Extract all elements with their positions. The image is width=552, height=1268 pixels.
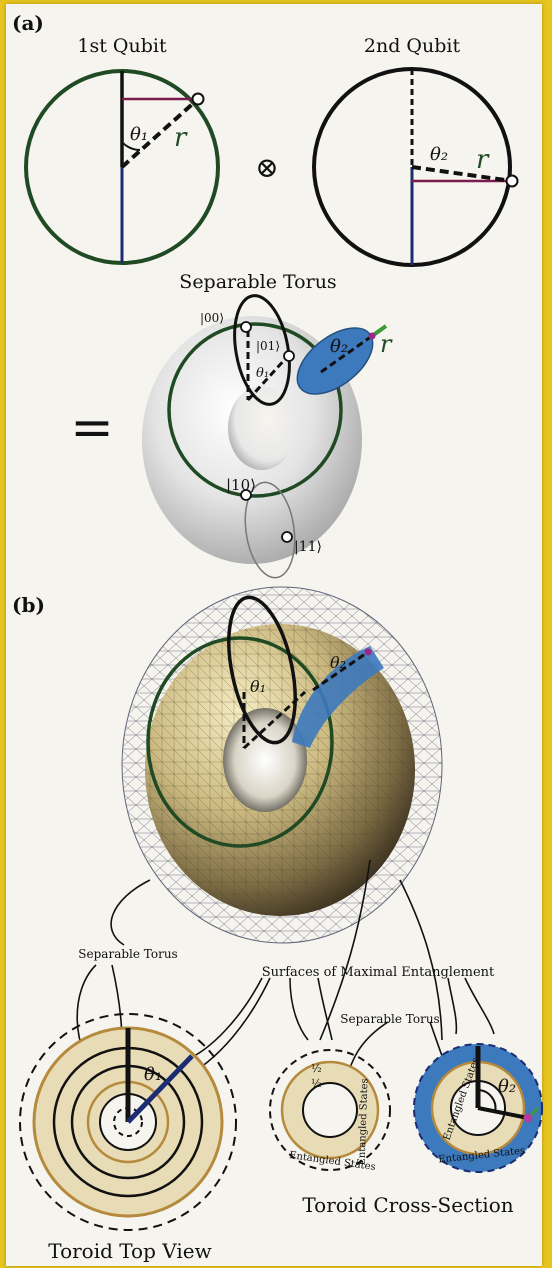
cs2-purple-point (524, 1114, 533, 1123)
toroid-3d: θ₁ θ₂ (122, 587, 442, 943)
toroid-purple-point (365, 649, 372, 656)
qubit1-theta: θ₁ (130, 124, 148, 145)
qubit2-state-point (507, 176, 518, 187)
label-00: |00⟩ (200, 311, 224, 325)
torus-theta2: θ₂ (330, 336, 348, 357)
qubit2-diagram: θ₂ r (314, 69, 518, 265)
toroid-top-view: θ₁ (20, 1014, 236, 1230)
top-theta1: θ₁ (144, 1064, 162, 1085)
cs1-half-top: ½ (311, 1062, 322, 1075)
qubit2-r: r (476, 145, 490, 175)
toroid-theta1: θ₁ (250, 677, 266, 696)
point-01 (284, 351, 294, 361)
panel-b-label: (b) (12, 593, 45, 617)
cs2-theta2: θ₂ (498, 1076, 516, 1097)
torus-title: Separable Torus (179, 271, 336, 293)
toroid-theta2: θ₂ (330, 653, 346, 672)
qubit1-state-point (193, 94, 204, 105)
equals-sign: = (70, 398, 114, 458)
separable-torus: |00⟩ |01⟩ |10⟩ |11⟩ θ₁ θ₂ r (142, 291, 393, 581)
cs1-half-bottom: ½ (311, 1077, 322, 1090)
label-11: |11⟩ (294, 539, 322, 555)
panel-a-label: (a) (12, 11, 44, 35)
tensor-symbol: ⊗ (255, 151, 278, 184)
qubit1-r: r (174, 123, 188, 153)
sep-torus-right-label: Separable Torus (340, 1012, 439, 1026)
torus-purple-point (369, 333, 376, 340)
max-ent-label: Surfaces of Maximal Entanglement (262, 965, 495, 980)
cross-section-blue: θ₂ Entangled States Entangled States (414, 1044, 542, 1172)
label-01: |01⟩ (256, 339, 280, 353)
cs1-inner (303, 1083, 357, 1137)
qubit2-title: 2nd Qubit (364, 35, 461, 57)
qubit1-diagram: θ₁ r (26, 71, 218, 263)
label-10: |10⟩ (226, 476, 256, 494)
sep-torus-left-label: Separable Torus (78, 947, 177, 961)
top-view-title: Toroid Top View (48, 1239, 211, 1263)
qubit2-theta: θ₂ (430, 144, 448, 165)
cross-section-beige: ½ ½ Entangled States Entangled States (270, 1050, 390, 1173)
cs1-ent-inner: Entangled States (356, 1078, 370, 1166)
torus-theta1: θ₁ (256, 366, 269, 381)
cross-section-title: Toroid Cross-Section (302, 1193, 513, 1217)
qubit1-title: 1st Qubit (77, 35, 167, 57)
qubit2-radius (412, 167, 512, 181)
toroid-inner-hole (223, 708, 307, 812)
torus-r: r (380, 330, 393, 358)
point-11 (282, 532, 292, 542)
point-00 (241, 322, 251, 332)
torus-hole (228, 386, 296, 470)
